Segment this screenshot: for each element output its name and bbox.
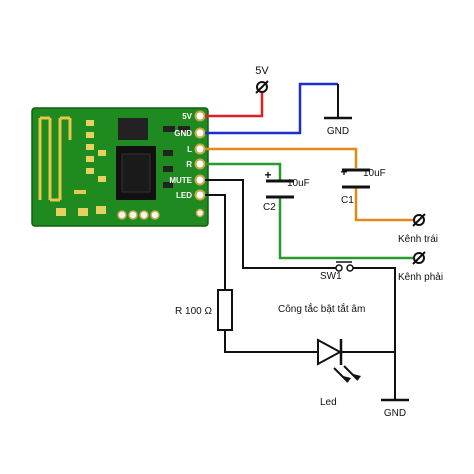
bottom-pads xyxy=(117,210,160,220)
supply-label: 5V xyxy=(255,65,269,77)
ground-bottom-label: GND xyxy=(384,408,406,419)
smd-part xyxy=(163,126,175,132)
antenna-trace xyxy=(38,116,72,202)
smd-part xyxy=(163,150,173,156)
c1-value: 10uF xyxy=(363,168,386,179)
wire-5v xyxy=(205,92,264,118)
capacitor-c1: + 10uF C1 xyxy=(340,165,385,206)
c2-value: 10uF xyxy=(287,178,310,189)
resistor-r: R 100 Ω xyxy=(175,289,233,331)
pin-label-led: LED xyxy=(176,191,192,200)
wire-left-in xyxy=(205,147,358,168)
ground-top-label: GND xyxy=(327,126,349,137)
led-light-arrow xyxy=(333,367,349,383)
c2-name: C2 xyxy=(263,202,276,213)
ground-bottom: GND xyxy=(381,398,409,419)
wire-left-out xyxy=(354,188,414,222)
bluetooth-module: 5V GND L R MUTE LED xyxy=(31,107,209,227)
output-right: Kênh phải xyxy=(398,251,443,283)
pin-label-5v: 5V xyxy=(182,112,192,121)
smd-part xyxy=(163,182,173,188)
smd-yellow xyxy=(86,120,94,126)
led-label: Led xyxy=(320,397,337,408)
pin-label-mute: MUTE xyxy=(169,176,192,185)
led-diode: Led xyxy=(317,338,361,408)
resistor-label: R 100 Ω xyxy=(175,306,212,317)
c2-plus: + xyxy=(264,168,271,182)
pin-label-r: R xyxy=(186,160,192,169)
output-left: Kênh trái xyxy=(398,213,438,245)
pin-pads xyxy=(194,110,206,201)
supply-5v: 5V xyxy=(255,65,269,94)
wire-switch-to-gnd xyxy=(352,267,396,400)
switch-name: SW1 xyxy=(320,271,342,282)
wire-led-pin xyxy=(205,194,226,290)
c1-name: C1 xyxy=(341,195,354,206)
wire-right-out xyxy=(278,198,414,260)
right-output-label: Kênh phải xyxy=(398,272,443,283)
c1-plus: + xyxy=(340,165,347,179)
wire-mute xyxy=(205,179,336,269)
pin-label-l: L xyxy=(187,145,192,154)
smd-part xyxy=(178,126,190,132)
chip-small xyxy=(118,118,148,140)
left-output-label: Kênh trái xyxy=(398,234,438,245)
led-light-arrow xyxy=(343,365,359,381)
antenna-pad xyxy=(74,190,86,194)
ground-top: GND xyxy=(324,116,352,137)
switch-sw1: SW1 Công tắc bật tắt âm xyxy=(278,261,365,315)
wire-resistor-to-led xyxy=(224,330,318,353)
pin-label-gnd: GND xyxy=(174,129,192,138)
capacitor-c2: + 10uF C2 xyxy=(263,168,310,213)
smd-part xyxy=(163,166,173,172)
wire-right-in xyxy=(205,162,282,180)
switch-description: Công tắc bật tắt âm xyxy=(278,302,365,315)
wire-gnd xyxy=(205,82,338,135)
